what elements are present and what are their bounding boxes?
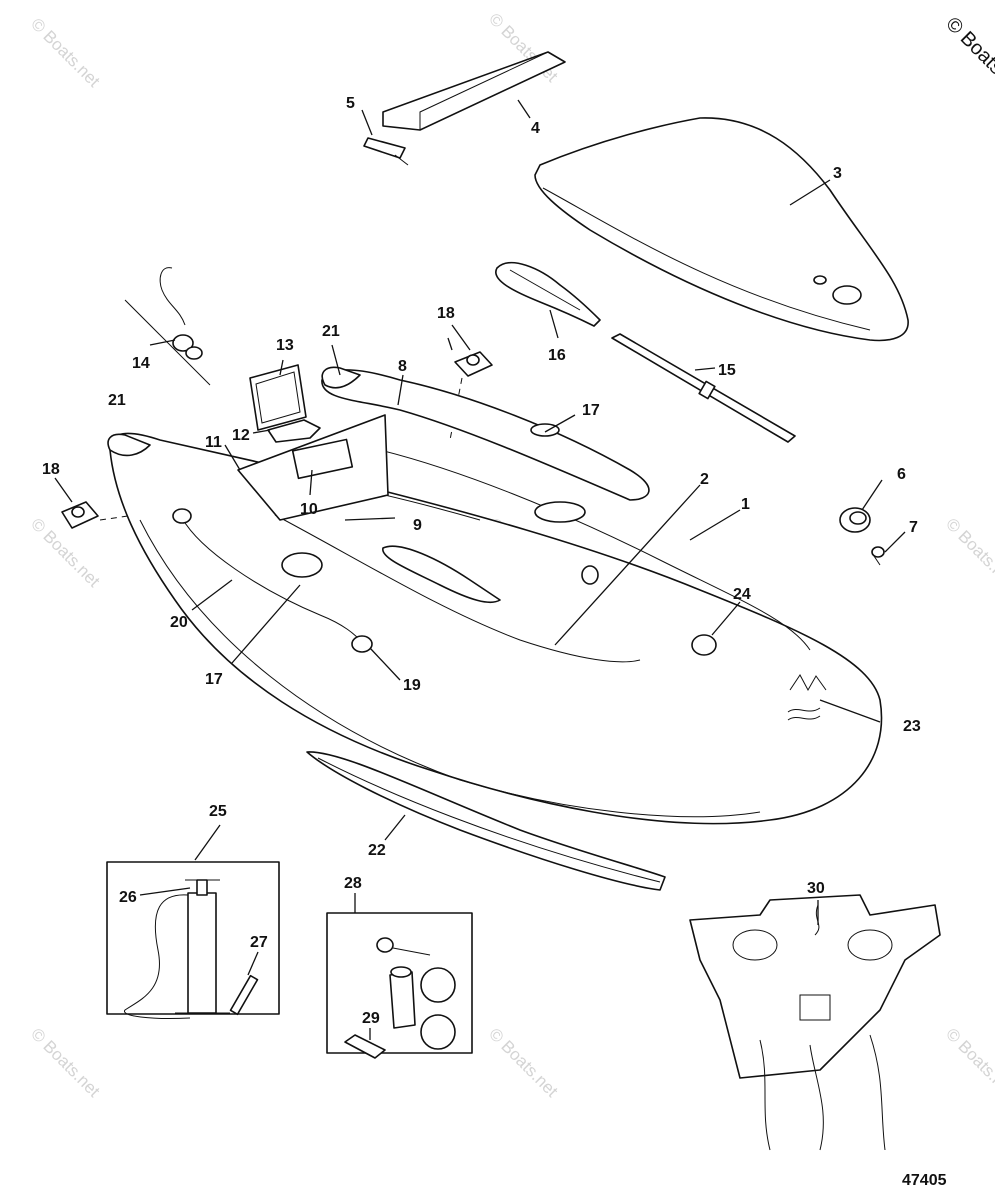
part-cap-7 [871,546,885,566]
callout-6: 6 [897,466,906,483]
figure-number: 47405 [902,1172,947,1189]
part-valve-wrench [376,937,431,956]
watermark: © Boats.net [942,514,995,591]
callout-25: 25 [209,803,227,820]
watermark: © Boats.net [942,1024,995,1101]
part-patch [420,967,456,1003]
callout-21: 21 [322,323,340,340]
mercury-logo-icon [787,674,827,721]
part-patch [420,1014,456,1050]
callout-19: 19 [403,677,421,694]
callout-23: 23 [903,718,921,735]
callout-5: 5 [346,95,355,112]
part-keel-strip [306,751,666,891]
callout-3: 3 [833,165,842,182]
callout-16: 16 [548,347,566,364]
part-pad-12 [267,419,321,443]
callout-24: 24 [733,586,751,603]
callout-14: 14 [132,355,150,372]
callout-2: 2 [700,471,709,488]
part-glue-bottle [389,966,416,1029]
callout-7: 7 [909,519,918,536]
callout-15: 15 [718,362,736,379]
watermark: © Boats.net [27,1024,104,1101]
callout-28: 28 [344,875,362,892]
box-pump-kit [106,861,280,1019]
watermark: © Boats.net [485,1024,562,1101]
part-tube [344,1034,386,1059]
part-pump [124,879,230,1019]
watermark: © Boats.net [27,514,104,591]
box-repair-kit [326,912,473,1059]
callout-27: 27 [250,934,268,951]
part-oar [495,262,601,327]
callout-18: 18 [437,305,455,322]
part-plate-13 [249,364,307,431]
callout-20: 20 [170,614,188,631]
watermark: © Boats.net [27,14,104,91]
callout-12: 12 [232,427,250,444]
callout-26: 26 [119,889,137,906]
part-boat-hull [107,366,883,825]
part-valve-kit [124,267,211,386]
callout-11: 11 [205,434,222,451]
copyright-text: © Boats [941,13,995,79]
part-cover [689,894,941,1151]
part-valve-6 [839,507,871,533]
callout-9: 9 [413,517,422,534]
part-oar-shaft [611,333,796,443]
callout-labels: 1 2 3 4 5 6 7 8 9 10 11 12 13 14 15 16 1… [42,95,921,1027]
part-floor-board [534,117,909,342]
callout-18: 18 [42,461,60,478]
callout-22: 22 [368,842,386,859]
callout-10: 10 [300,501,318,518]
part-bracket [363,137,409,166]
callout-8: 8 [398,358,407,375]
part-transom-board [382,51,566,131]
callout-30: 30 [807,880,825,897]
part-handle-pad-18-upper [449,351,493,441]
part-adapter [229,974,259,1016]
callout-4: 4 [531,120,540,137]
callout-1: 1 [741,496,750,513]
callout-13: 13 [276,337,294,354]
callout-17: 17 [205,671,223,688]
callout-17: 17 [582,402,600,419]
leader-lines [54,99,906,1040]
callout-21: 21 [108,392,126,409]
callout-29: 29 [362,1010,380,1027]
